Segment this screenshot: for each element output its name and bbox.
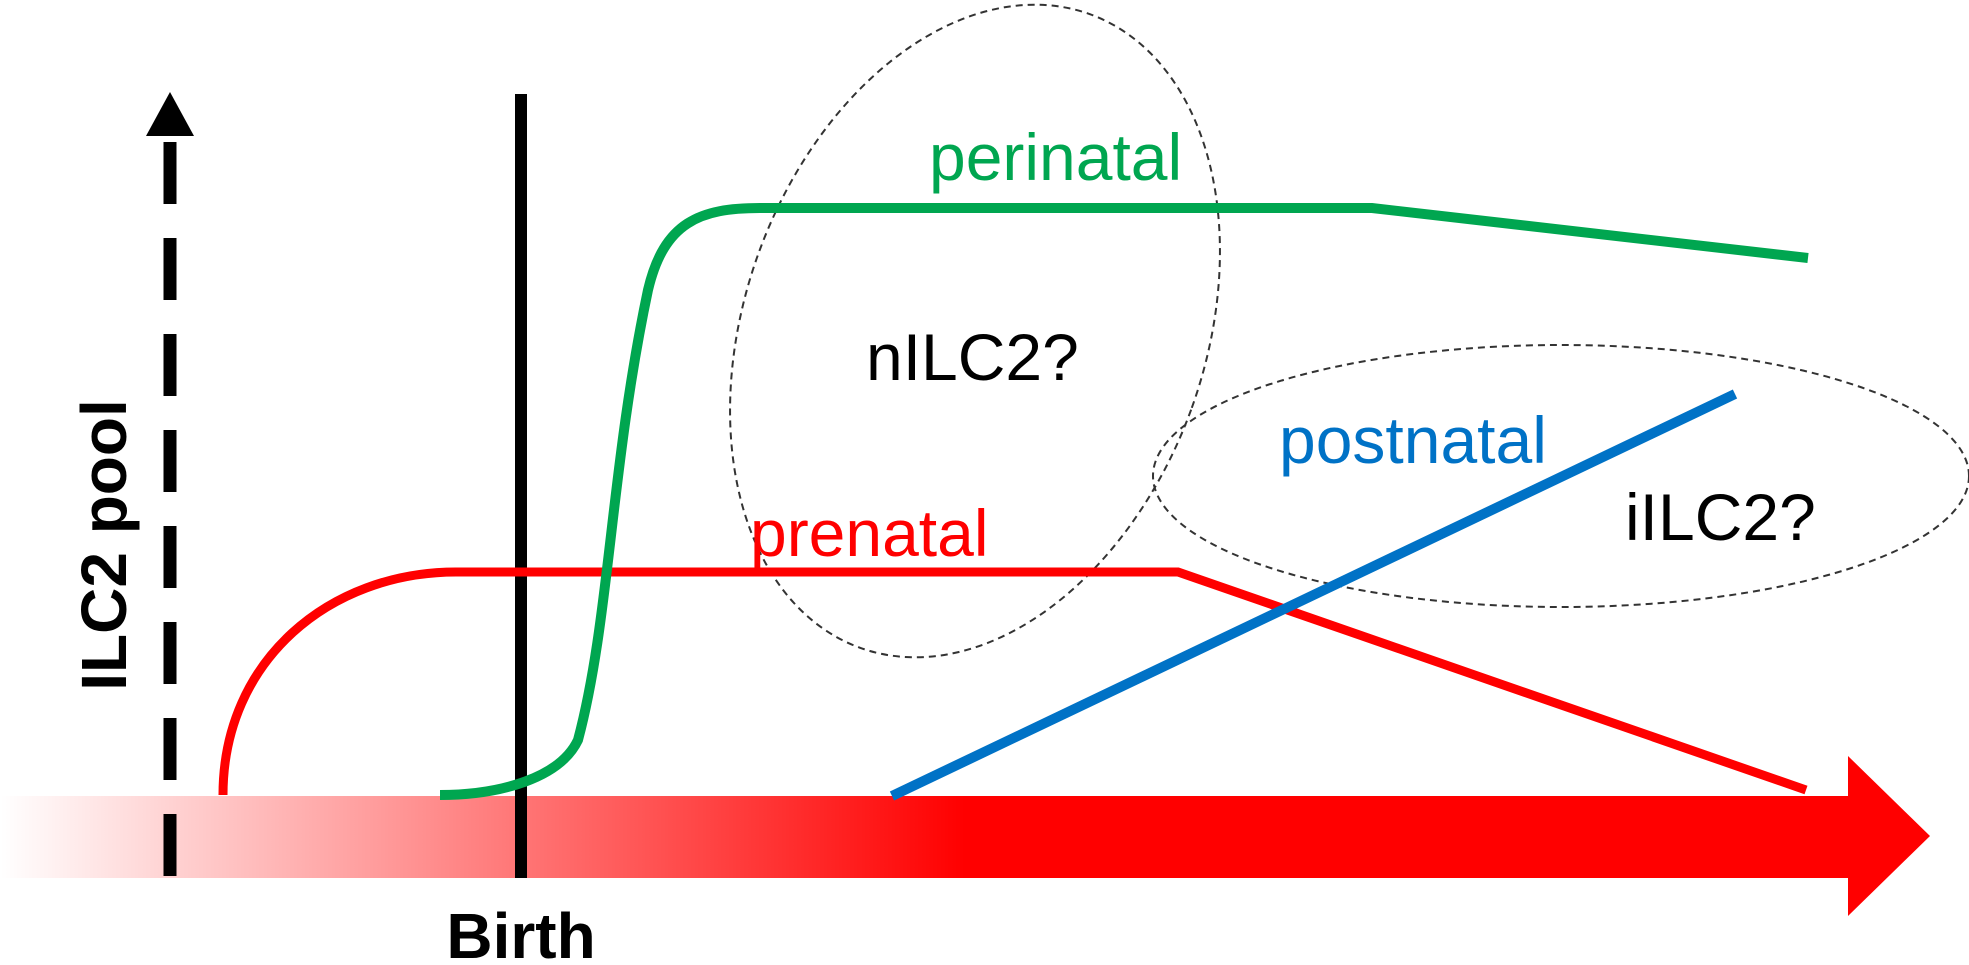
- time-arrow: [0, 756, 1930, 916]
- iilc2-label: iILC2?: [1625, 480, 1816, 554]
- perinatal-label: perinatal: [929, 120, 1182, 194]
- prenatal-curve: [218, 567, 1808, 796]
- birth-label: Birth: [446, 900, 595, 965]
- iilc2-ellipse: [1152, 344, 1969, 608]
- nilc2-ellipse: [729, 3, 1221, 659]
- postnatal-line: [889, 389, 1738, 801]
- prenatal-label: prenatal: [750, 496, 989, 570]
- nilc2-label: nILC2?: [866, 320, 1079, 394]
- y-axis-arrowhead: [146, 92, 194, 136]
- perinatal-curve: [439, 203, 1809, 800]
- y-axis-label: ILC2 pool: [68, 399, 140, 691]
- postnatal-label: postnatal: [1279, 403, 1547, 477]
